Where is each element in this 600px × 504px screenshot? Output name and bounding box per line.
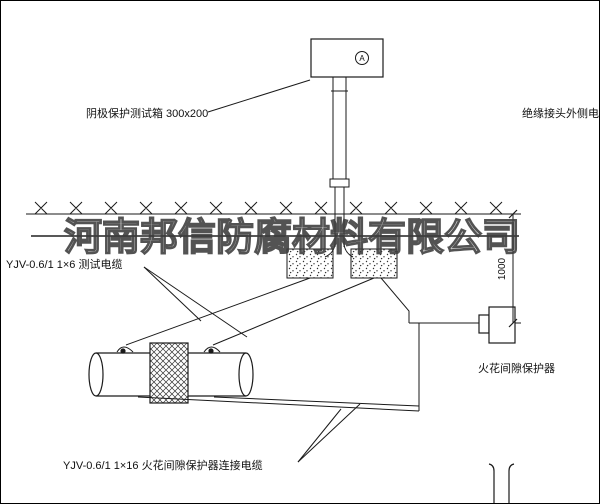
cable-connection-dot-left (120, 348, 126, 354)
cable-weld-hump-left (116, 346, 134, 353)
test-cable-right (212, 277, 375, 346)
cable-weld-hump-right (203, 346, 221, 353)
spark-gap-cable-leader-1 (297, 408, 342, 463)
test-box (310, 38, 384, 78)
test-box-terminal-label: A (359, 54, 365, 63)
insulated-joint-cable-label: 绝缘接头外侧电缆 (522, 106, 599, 120)
conduit-coupling (329, 178, 350, 188)
test-box-label: 阴极保护测试箱 300x200 (86, 106, 208, 120)
test-cable-label: YJV-0.6/1 1×6 测试电缆 (6, 258, 122, 271)
pipe-right-end (238, 352, 254, 397)
concrete-block-right (350, 248, 398, 279)
concrete-block-left (286, 248, 334, 279)
bottom-cable-2 (137, 396, 420, 412)
dimension-label: 1000 (497, 257, 508, 280)
spark-gap-cable-leader-2 (297, 403, 361, 463)
spark-gap-protector (478, 306, 516, 344)
pipeline (88, 342, 254, 404)
test-cable-leader-1 (143, 266, 202, 322)
test-box-leader-line (207, 79, 311, 113)
protector-stem (478, 314, 490, 334)
protector-branch-line (380, 277, 410, 323)
corner-symbol (488, 463, 515, 503)
pipe-left-end (88, 352, 104, 397)
cable-connection-dot-right (208, 348, 214, 354)
spark-gap-protector-label: 火花间隙保护器 (478, 361, 555, 375)
test-cable-left (125, 277, 311, 346)
test-box-terminal-circle (355, 51, 369, 65)
dimension-tick-bottom (508, 318, 518, 328)
spark-gap-cable-label: YJV-0.6/1 1×16 火花间隙保护器连接电缆 (63, 458, 263, 472)
test-cable-leader-2 (143, 266, 248, 338)
dimension-tick-top (508, 209, 518, 219)
ground-hatch-marks (34, 201, 503, 215)
bottom-cable-1 (213, 396, 420, 407)
pipe-coupling (149, 342, 189, 404)
watermark-text: 河南邦信防腐材料有限公司 (64, 217, 520, 259)
